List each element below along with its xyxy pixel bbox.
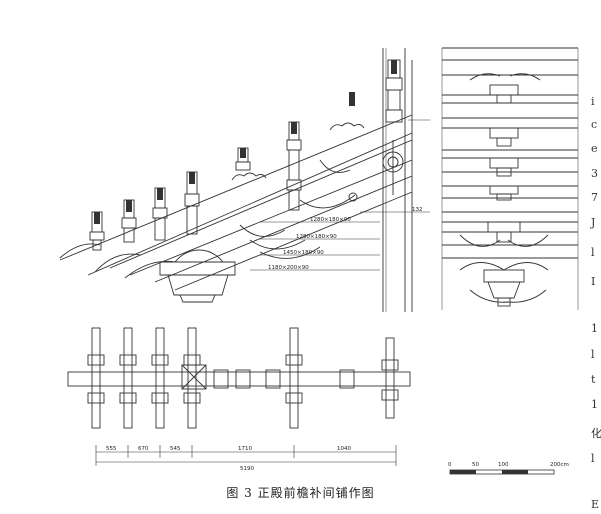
bracket-post xyxy=(286,121,302,211)
margin-glyph: 1 xyxy=(591,398,598,411)
plan-dim-2: 670 xyxy=(138,446,149,452)
plan-dim-5: 1040 xyxy=(337,446,351,452)
margin-glyph: c xyxy=(591,118,598,131)
scale-bar: 0 50 100 200cm xyxy=(448,462,569,475)
plan-dimensions: 555 670 545 1710 1040 5190 xyxy=(95,445,397,472)
plan-dim-4: 1710 xyxy=(238,446,252,452)
margin-glyph: l xyxy=(591,348,595,361)
margin-glyph: 化 xyxy=(591,427,601,440)
plan-dim-total: 5190 xyxy=(240,466,254,472)
scale-tick-0: 0 xyxy=(448,462,452,468)
margin-glyph: J xyxy=(591,216,596,229)
plan-view xyxy=(67,327,411,429)
plan-dim-3: 545 xyxy=(170,446,181,452)
plan-post xyxy=(155,327,165,429)
plan-post xyxy=(385,337,395,419)
plan-post xyxy=(123,327,133,429)
plan-post xyxy=(289,327,299,429)
plan-post xyxy=(187,327,197,429)
dim-label-3: 1450×180×90 xyxy=(283,250,324,256)
dim-label-1: 1280×180×90 xyxy=(310,217,351,223)
plan-post xyxy=(91,327,101,429)
margin-glyph: 1 xyxy=(591,322,598,335)
margin-glyph: e xyxy=(591,142,598,155)
margin-glyph: l xyxy=(591,452,595,465)
margin-glyph: I xyxy=(591,275,596,288)
section-view xyxy=(441,47,579,310)
dim-label-4: 1180×200×90 xyxy=(268,265,309,271)
margin-glyph: l xyxy=(591,246,595,259)
plaque-markers xyxy=(94,60,397,224)
plan-dim-1: 555 xyxy=(106,446,117,452)
dim-label-right: 132 xyxy=(412,207,423,213)
figure-caption: 图 3 正殿前檐补间铺作图 xyxy=(226,486,375,500)
margin-glyph: t xyxy=(591,373,596,386)
margin-glyph: 3 xyxy=(591,167,598,180)
elevation-dimensions: 1280×180×90 1280×180×90 1450×180×90 1180… xyxy=(250,207,423,271)
scale-tick-50: 50 xyxy=(472,462,479,468)
margin-glyph: 7 xyxy=(591,191,598,204)
margin-glyph: E xyxy=(591,498,600,511)
dim-label-2: 1280×180×90 xyxy=(296,234,337,240)
scale-tick-200: 200cm xyxy=(550,462,569,468)
bracket-post xyxy=(385,59,403,123)
margin-glyph: i xyxy=(591,95,595,108)
elevation-view xyxy=(59,48,430,312)
scale-tick-100: 100 xyxy=(498,462,509,468)
